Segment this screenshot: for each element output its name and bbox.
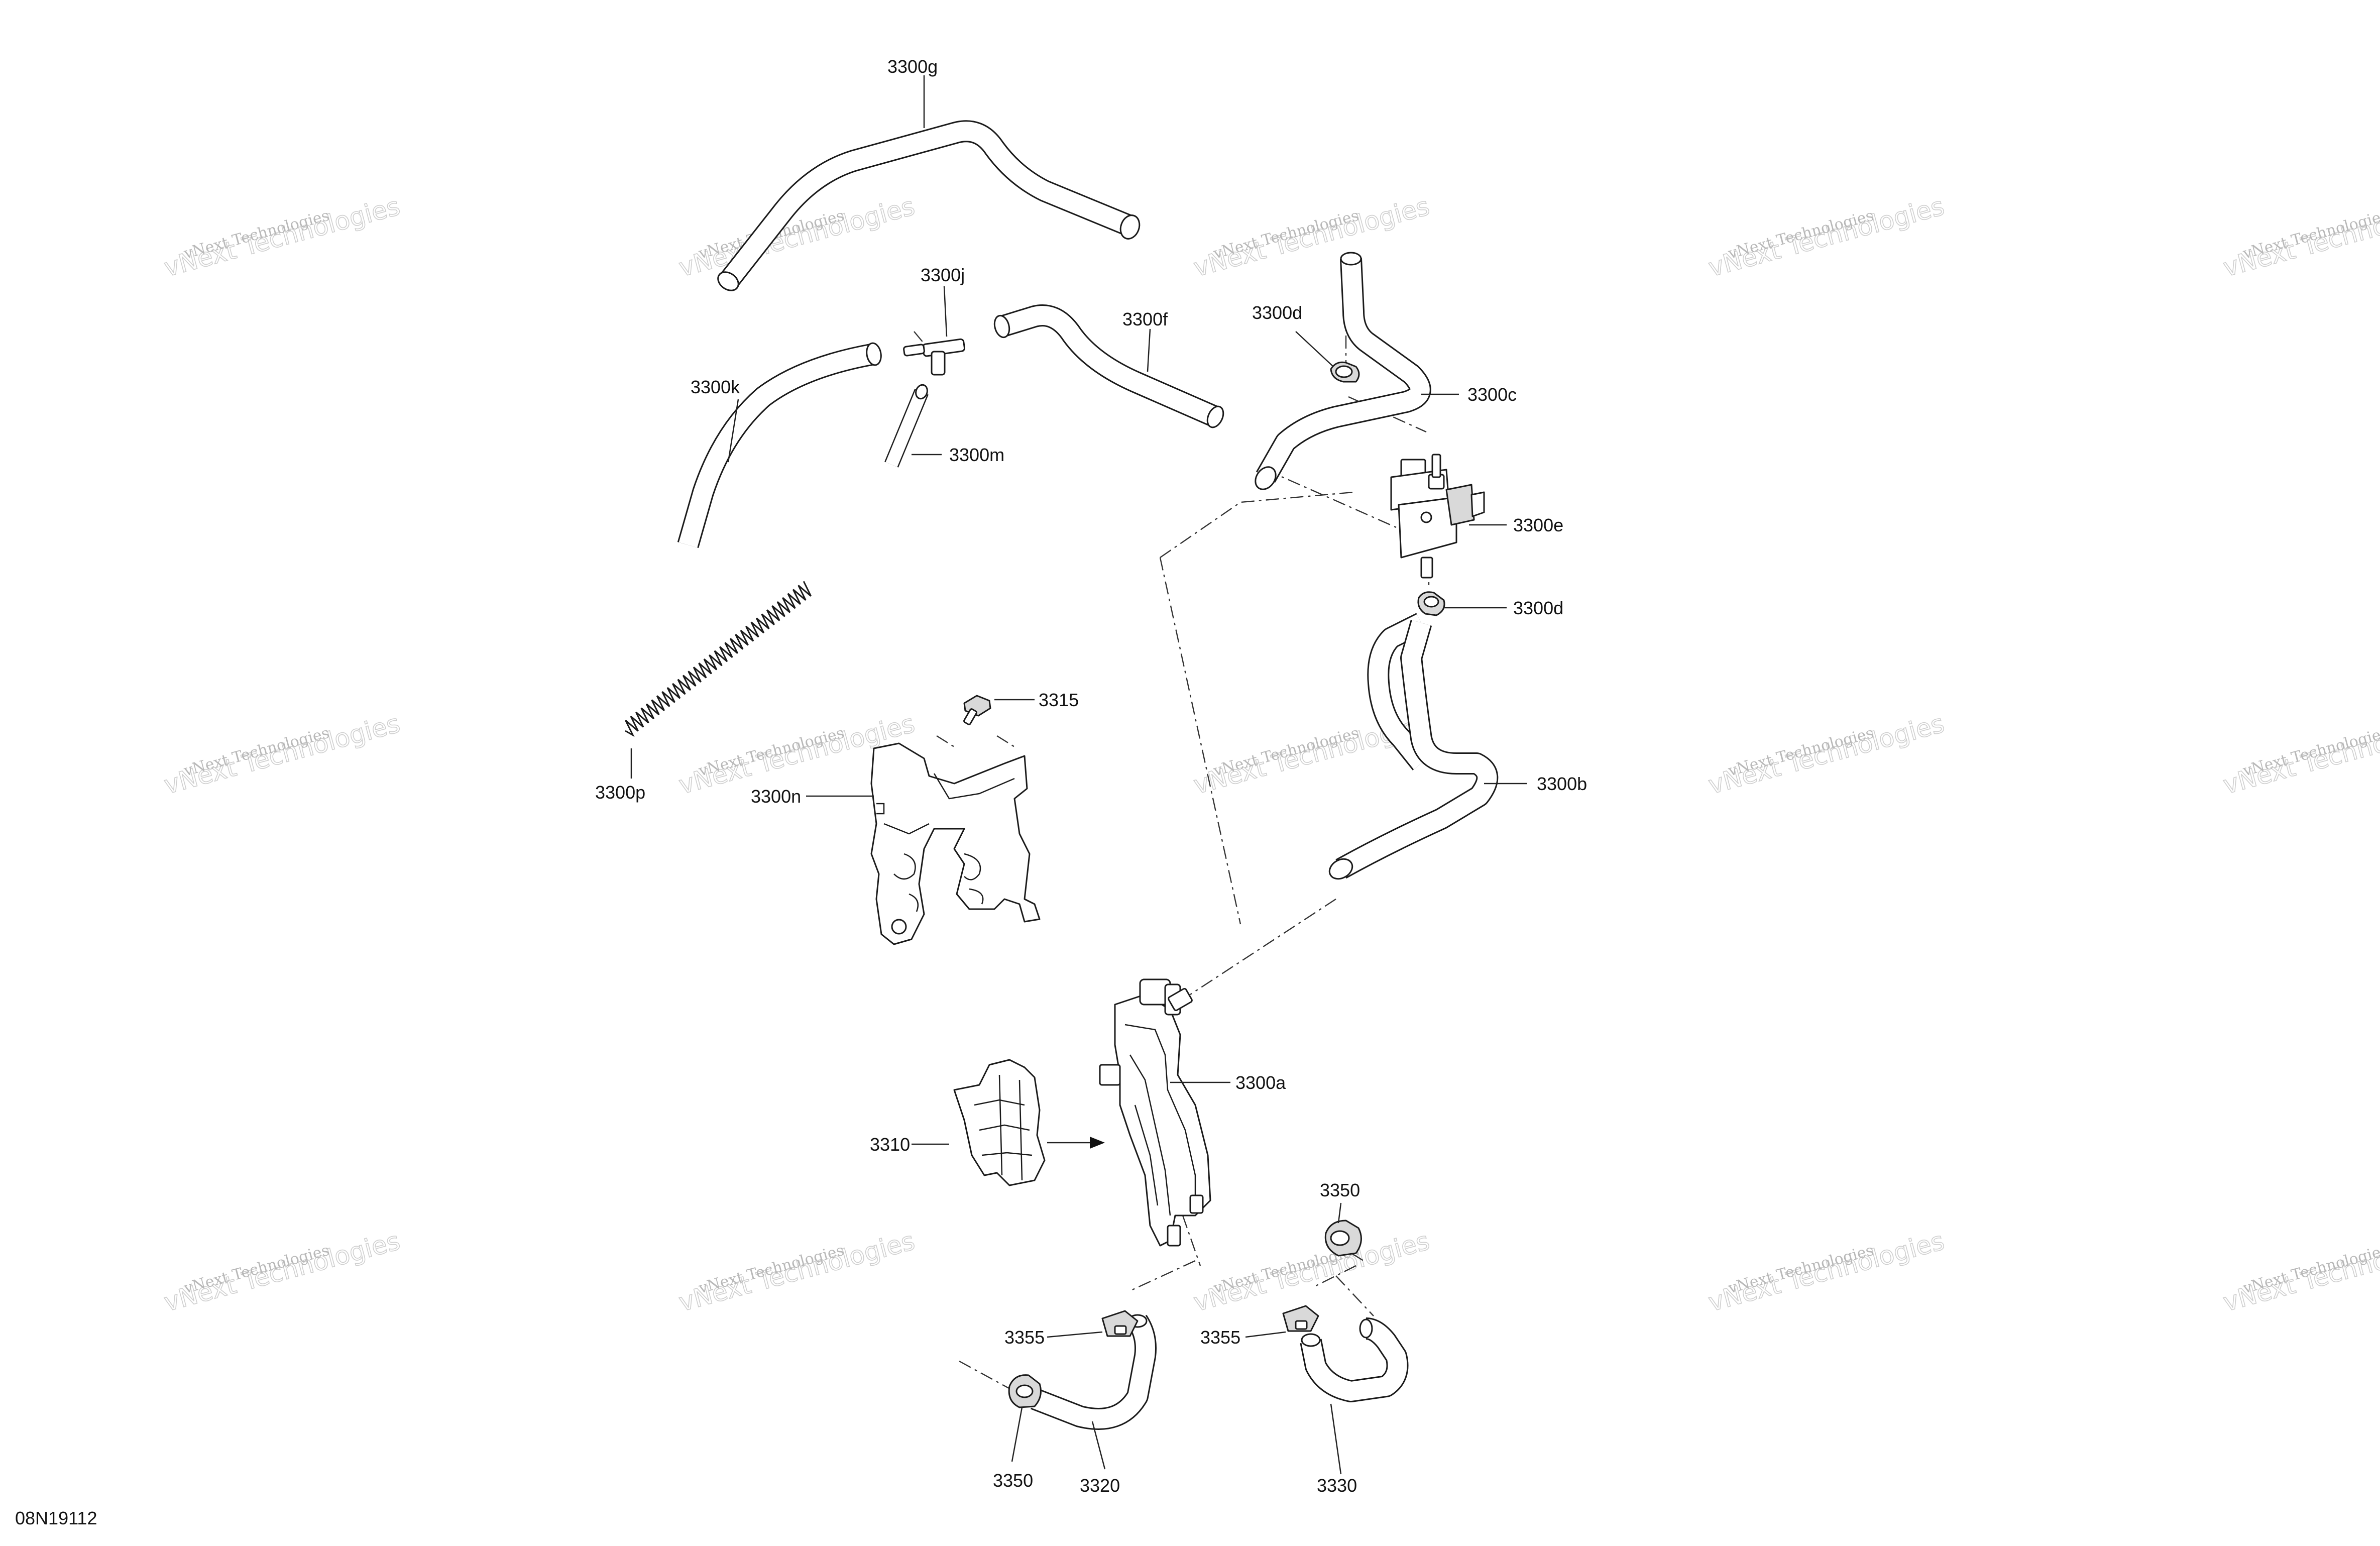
label-3315: 3315: [1039, 690, 1079, 710]
screw-3315: [963, 695, 991, 725]
hose-3300k: [677, 342, 882, 548]
label-3300c: 3300c: [1467, 384, 1517, 405]
label-3300a: 3300a: [1235, 1072, 1286, 1093]
hose-3330: [1300, 1317, 1409, 1402]
watermark-outline-text: vNext Technologies: [161, 709, 403, 800]
label-3300p: 3300p: [595, 782, 645, 803]
hose-3300m: [884, 384, 929, 468]
bracket-3300n: [870, 742, 1041, 945]
label-3300d-mid: 3300d: [1513, 598, 1563, 618]
watermark-outline-text: vNext Technologies: [1191, 1226, 1433, 1317]
label-3350-left: 3350: [993, 1470, 1033, 1491]
label-3320: 3320: [1080, 1475, 1120, 1496]
label-3300k: 3300k: [691, 377, 740, 397]
label-3330: 3330: [1317, 1475, 1357, 1496]
clamp-3355-left: [1101, 1310, 1139, 1337]
label-3300f: 3300f: [1122, 309, 1168, 329]
hose-3300b: [1328, 613, 1499, 880]
hose-3300f: [993, 304, 1224, 428]
canister-3300a: [1099, 978, 1211, 1247]
watermark-outline-text: vNext Technologies: [1706, 709, 1948, 800]
label-3300n: 3300n: [751, 786, 801, 807]
spring-3300p: [625, 581, 812, 737]
hose-3300c: [1255, 252, 1431, 490]
leader-lines: [630, 75, 1527, 1475]
watermark-outline-text: vNext Technologies: [161, 1226, 403, 1317]
drawing-number: 08N19112: [15, 1508, 97, 1528]
label-3355-left: 3355: [1004, 1327, 1045, 1348]
label-3355-right: 3355: [1200, 1327, 1240, 1348]
clamp-3355-right: [1282, 1305, 1319, 1332]
label-3300j: 3300j: [921, 265, 965, 285]
label-3300e: 3300e: [1513, 515, 1563, 535]
watermark-outline-text: vNext Technologies: [1191, 191, 1433, 282]
label-3300g: 3300g: [887, 56, 938, 77]
callout-labels: 3300g 3300j 3300f 3300d 3300c 3300k 3300…: [595, 56, 1587, 1496]
watermark-outline-text: vNext Technologies: [161, 191, 403, 282]
clamp-3300d-mid: [1417, 591, 1445, 616]
fitting-3300j: [903, 338, 966, 376]
label-3300b: 3300b: [1537, 774, 1587, 794]
valve-3300e: [1390, 454, 1485, 579]
clamp-3350-left: [1008, 1374, 1042, 1408]
assembly-arrow: [1047, 1137, 1105, 1149]
hose-3300g: [717, 120, 1141, 291]
label-3310: 3310: [870, 1134, 910, 1155]
mount-3310: [953, 1059, 1046, 1186]
watermark-outline-text: vNext Technologies: [1706, 1226, 1948, 1317]
clamp-3350-right: [1324, 1220, 1362, 1257]
watermark-outline-text: vNext Technologies: [1706, 191, 1948, 282]
clamp-3300d-top: [1330, 361, 1360, 383]
label-3300m: 3300m: [949, 445, 1004, 465]
watermark-outline-text: vNext Technologies: [676, 1226, 918, 1317]
label-3300d-top: 3300d: [1252, 302, 1302, 323]
label-3350-right: 3350: [1320, 1180, 1360, 1200]
